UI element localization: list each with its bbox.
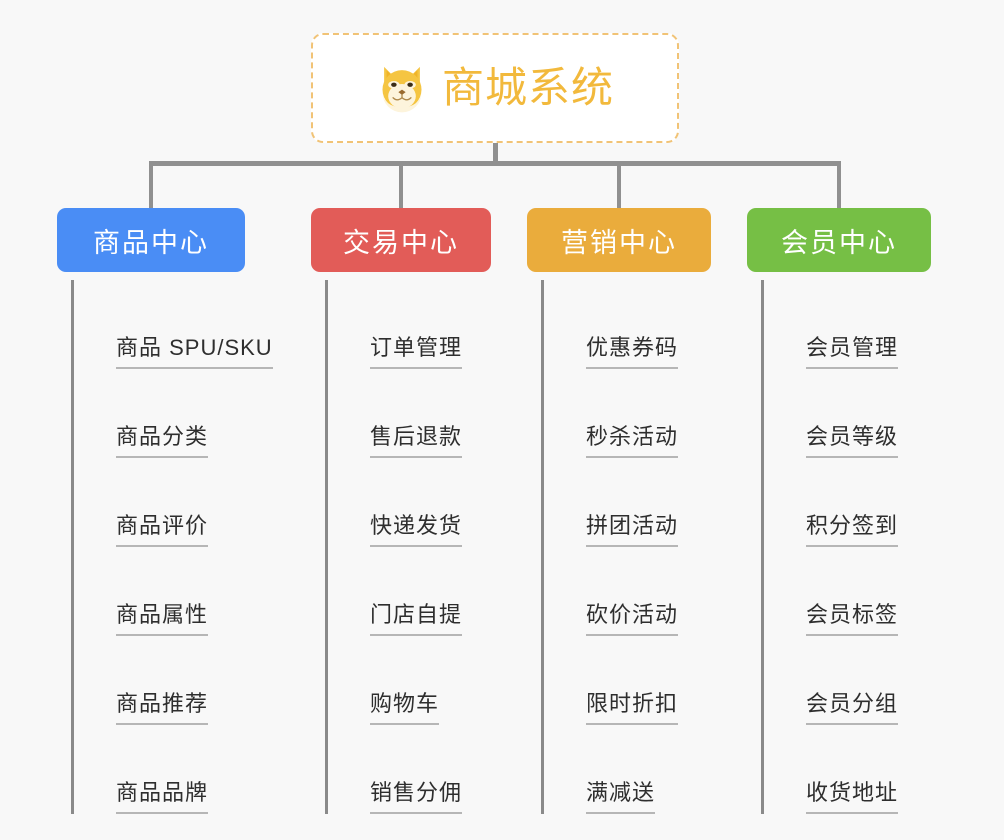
- category-header-member[interactable]: 会员中心: [747, 208, 931, 272]
- leaf-label: 会员标签: [806, 602, 899, 636]
- list-item[interactable]: 会员标签: [768, 547, 931, 636]
- list-item[interactable]: 商品评价: [78, 458, 245, 547]
- list-item[interactable]: 商品品牌: [78, 725, 245, 814]
- category-header-product[interactable]: 商品中心: [57, 208, 245, 272]
- leaf-label: 商品品牌: [116, 780, 209, 814]
- shiba-dog-face-icon: [382, 66, 422, 113]
- list-item[interactable]: 限时折扣: [548, 636, 711, 725]
- leaf-label: 商品分类: [116, 424, 209, 458]
- category-header-trade[interactable]: 交易中心: [311, 208, 491, 272]
- leaf-label: 砍价活动: [586, 602, 679, 636]
- leaf-label: 购物车: [370, 691, 440, 725]
- leaf-label: 会员管理: [806, 335, 899, 369]
- leaf-list-marketing: 优惠券码 秒杀活动 拼团活动 砍价活动 限时折扣 满减送: [541, 280, 711, 814]
- list-item[interactable]: 购物车: [332, 636, 491, 725]
- connector-drop-3: [837, 161, 841, 209]
- list-item[interactable]: 商品分类: [78, 369, 245, 458]
- connector-bus: [149, 161, 841, 166]
- list-item[interactable]: 满减送: [548, 725, 711, 814]
- list-item[interactable]: 快递发货: [332, 458, 491, 547]
- list-item[interactable]: 会员管理: [768, 280, 931, 369]
- list-item[interactable]: 门店自提: [332, 547, 491, 636]
- leaf-label: 积分签到: [806, 513, 899, 547]
- list-item[interactable]: 售后退款: [332, 369, 491, 458]
- leaf-label: 优惠券码: [586, 335, 679, 369]
- list-item[interactable]: 会员等级: [768, 369, 931, 458]
- root-node[interactable]: 商城系统: [311, 33, 679, 143]
- leaf-label: 售后退款: [370, 424, 463, 458]
- category-column-product: 商品中心 商品 SPU/SKU 商品分类 商品评价 商品属性 商品推荐 商品品牌: [57, 208, 273, 814]
- leaf-label: 拼团活动: [586, 513, 679, 547]
- leaf-label: 商品评价: [116, 513, 209, 547]
- category-column-member: 会员中心 会员管理 会员等级 积分签到 会员标签 会员分组 收货地址: [747, 208, 931, 814]
- connector-drop-1: [399, 161, 403, 209]
- leaf-label: 收货地址: [806, 780, 899, 814]
- leaf-label: 商品 SPU/SKU: [116, 335, 273, 369]
- leaf-list-trade: 订单管理 售后退款 快递发货 门店自提 购物车 销售分佣: [325, 280, 491, 814]
- list-item[interactable]: 积分签到: [768, 458, 931, 547]
- list-item[interactable]: 秒杀活动: [548, 369, 711, 458]
- connector-drop-0: [149, 161, 153, 209]
- leaf-label: 快递发货: [370, 513, 463, 547]
- list-item[interactable]: 优惠券码: [548, 280, 711, 369]
- category-column-trade: 交易中心 订单管理 售后退款 快递发货 门店自提 购物车 销售分佣: [311, 208, 491, 814]
- leaf-list-product: 商品 SPU/SKU 商品分类 商品评价 商品属性 商品推荐 商品品牌: [71, 280, 273, 814]
- leaf-label: 商品推荐: [116, 691, 209, 725]
- list-item[interactable]: 销售分佣: [332, 725, 491, 814]
- list-item[interactable]: 收货地址: [768, 725, 931, 814]
- leaf-label: 商品属性: [116, 602, 209, 636]
- list-item[interactable]: 拼团活动: [548, 458, 711, 547]
- leaf-label: 订单管理: [370, 335, 463, 369]
- connector-root-stem: [493, 143, 498, 165]
- list-item[interactable]: 商品推荐: [78, 636, 245, 725]
- list-item[interactable]: 砍价活动: [548, 547, 711, 636]
- leaf-label: 满减送: [586, 780, 656, 814]
- list-item[interactable]: 商品 SPU/SKU: [78, 280, 273, 369]
- list-item[interactable]: 会员分组: [768, 636, 931, 725]
- leaf-label: 会员等级: [806, 424, 899, 458]
- leaf-label: 销售分佣: [370, 780, 463, 814]
- leaf-label: 门店自提: [370, 602, 463, 636]
- leaf-list-member: 会员管理 会员等级 积分签到 会员标签 会员分组 收货地址: [761, 280, 931, 814]
- leaf-label: 秒杀活动: [586, 424, 679, 458]
- leaf-label: 会员分组: [806, 691, 899, 725]
- root-title: 商城系统: [441, 64, 614, 111]
- list-item[interactable]: 订单管理: [332, 280, 491, 369]
- leaf-label: 限时折扣: [586, 691, 679, 725]
- connector-drop-2: [617, 161, 621, 209]
- list-item[interactable]: 商品属性: [78, 547, 245, 636]
- category-column-marketing: 营销中心 优惠券码 秒杀活动 拼团活动 砍价活动 限时折扣 满减送: [527, 208, 711, 814]
- category-header-marketing[interactable]: 营销中心: [527, 208, 711, 272]
